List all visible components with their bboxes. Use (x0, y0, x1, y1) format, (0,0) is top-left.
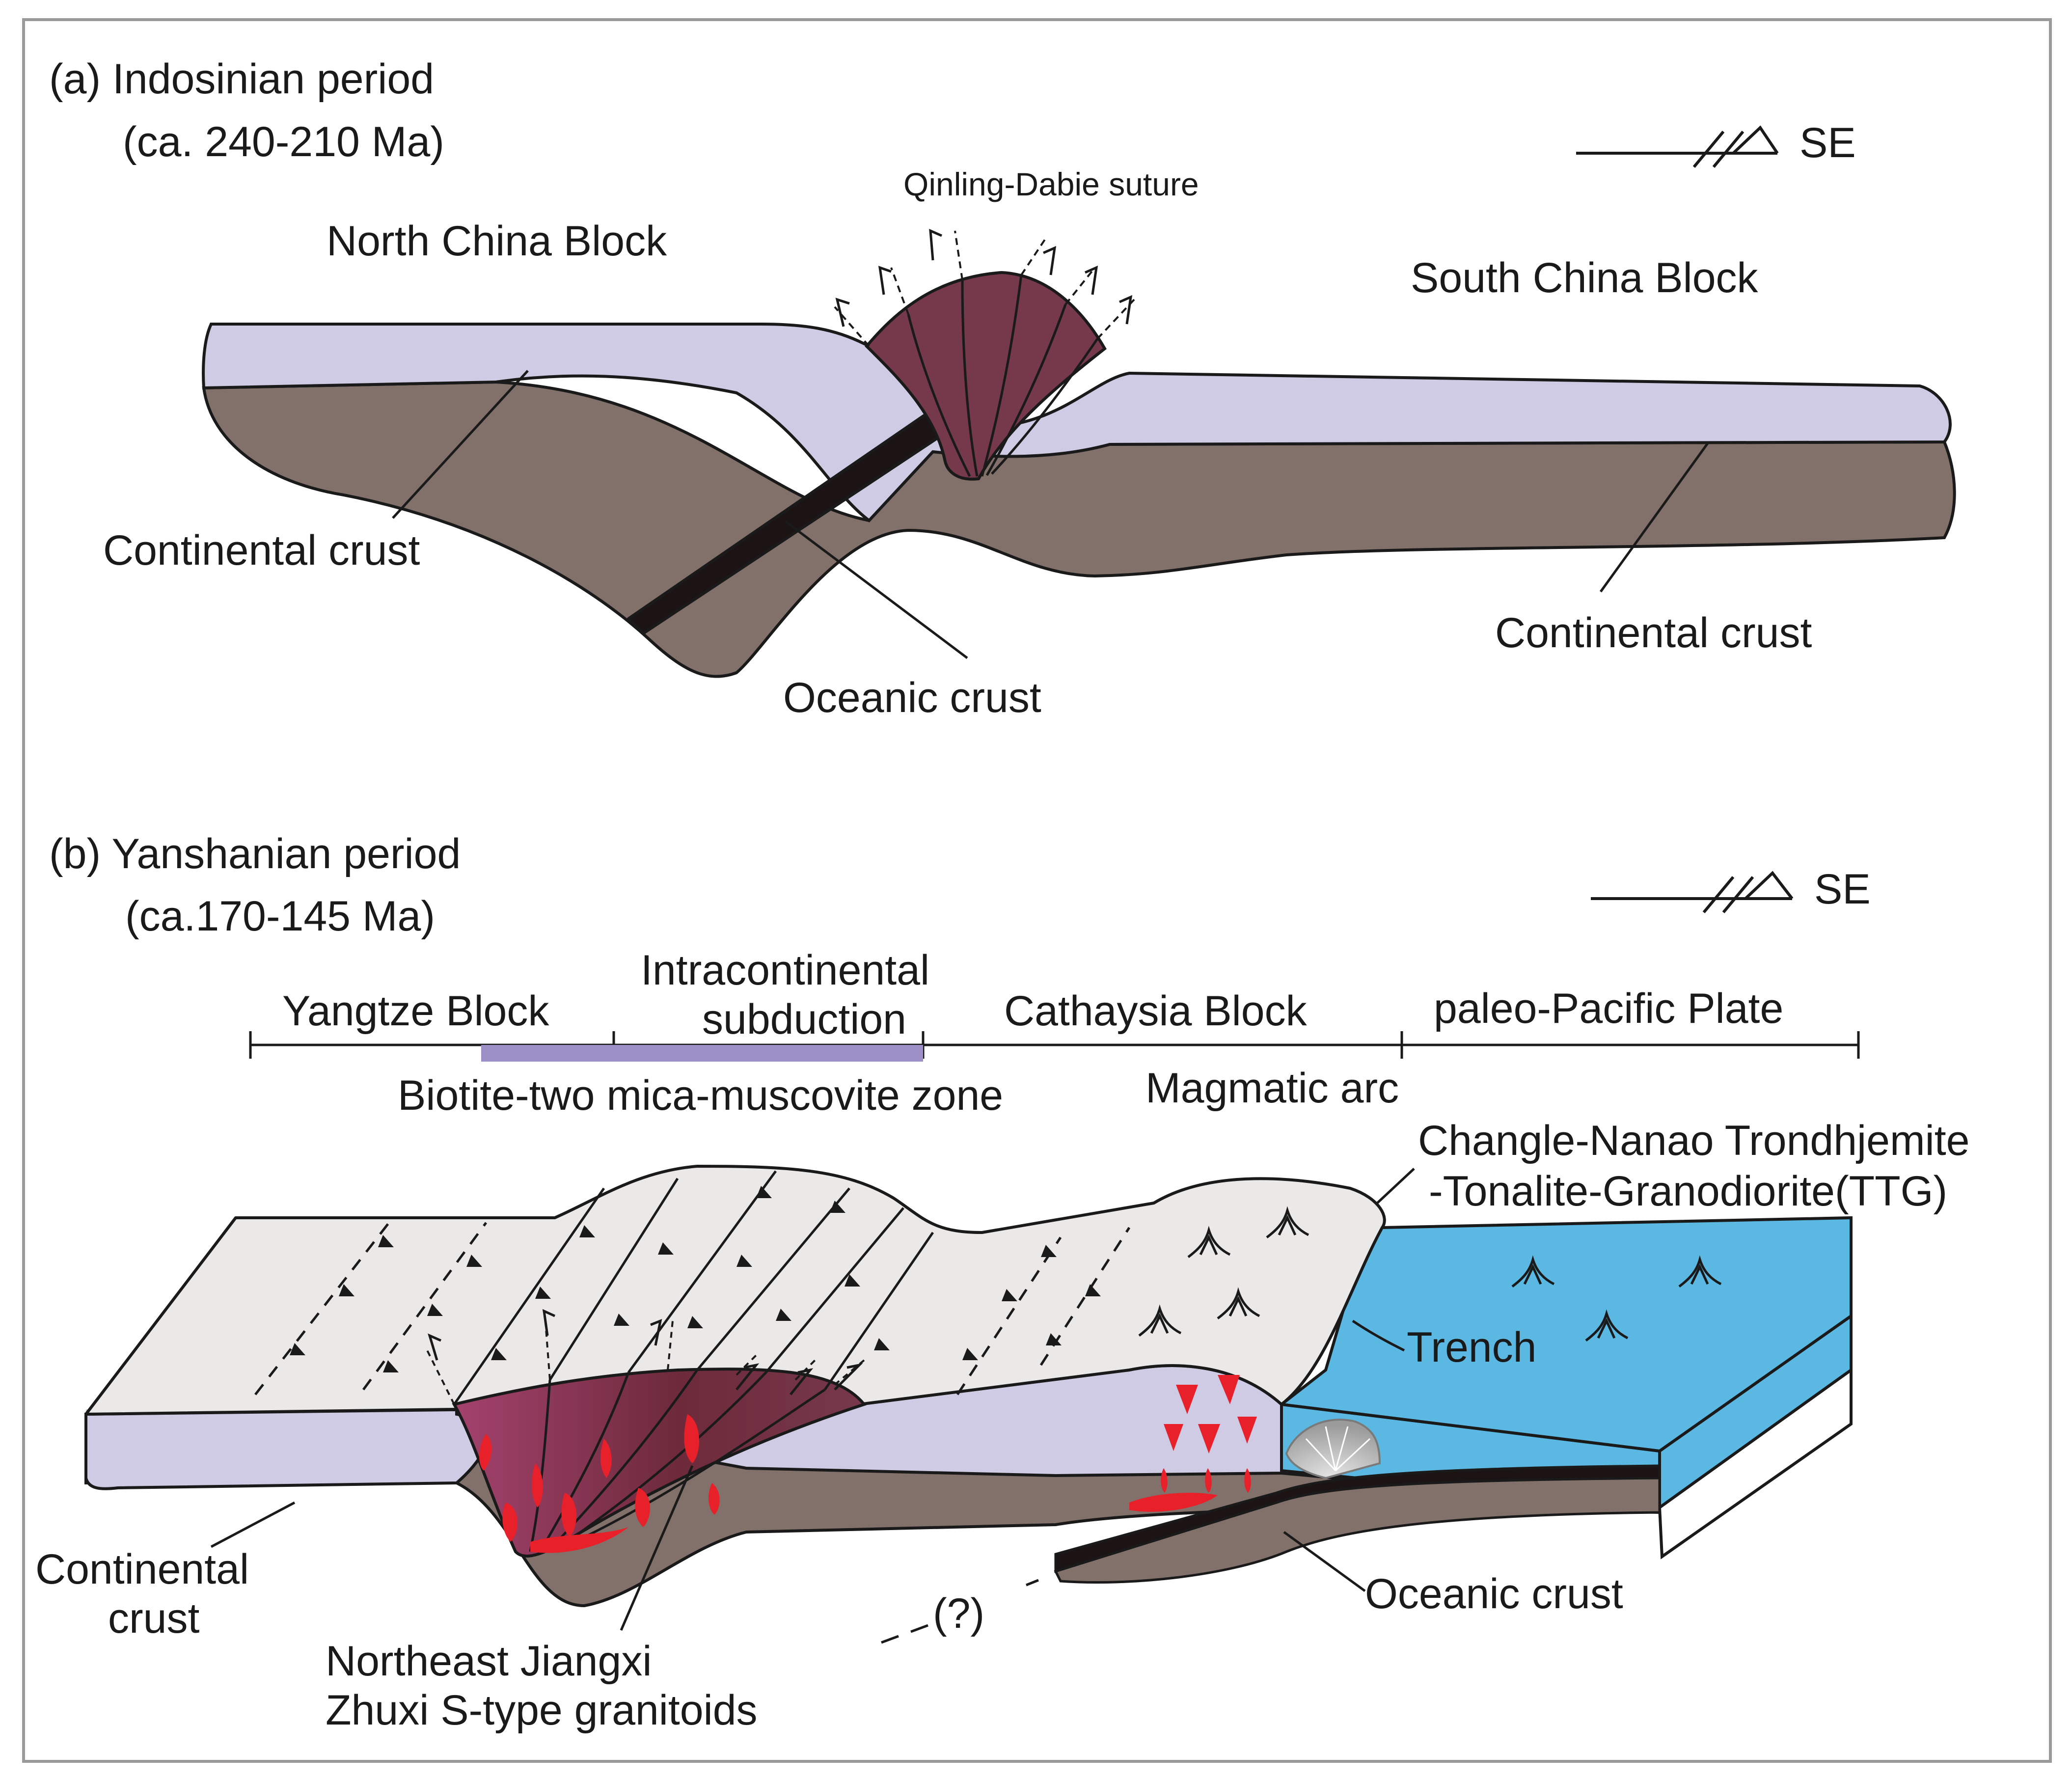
magmatic-arc-label: Magmatic arc (1145, 1065, 1399, 1112)
panel-a-fault-arrows (835, 229, 1133, 327)
panel-b-direction-label: SE (1814, 866, 1871, 913)
panel-b-title: (b) Yanshanian period (49, 830, 461, 877)
panel-a-continental-crust-left: Continental crust (103, 527, 420, 574)
subduction-label: subduction (702, 996, 906, 1043)
panel-a-suture-wedge (864, 271, 1107, 481)
panel-a-suture-faults (907, 274, 1099, 477)
panel-b-thrust-teeth (290, 1186, 1101, 1372)
ttg-label-line2: -Tonalite-Granodiorite(TTG) (1429, 1168, 1947, 1215)
panel-a-subtitle: (ca. 240-210 Ma) (123, 118, 444, 165)
cathaysia-block-label: Cathaysia Block (1004, 987, 1308, 1035)
intracontinental-label: Intracontinental (641, 947, 929, 994)
unknown-extension-dashes (881, 1579, 1039, 1644)
biotite-zone-bar (481, 1045, 923, 1062)
panel-a-fault-extensions (834, 230, 1135, 347)
panel-b-arc-rays (1305, 1426, 1371, 1472)
panel-a-title: (a) Indosinian period (49, 55, 434, 103)
yangtze-block-label: Yangtze Block (282, 987, 549, 1035)
panel-b-continental-label-line1: Continental (35, 1546, 249, 1593)
panel-a-leader-lines (392, 370, 1710, 659)
panel-a-direction-symbol (1576, 125, 1779, 168)
ttg-label-line1: Changle-Nanao Trondhjemite (1418, 1117, 1969, 1164)
figure-frame (22, 18, 2052, 1763)
south-china-block-label: South China Block (1411, 254, 1759, 301)
panel-b-continental-label-line2: crust (108, 1595, 199, 1642)
panel-b-arc-wedge (1285, 1419, 1381, 1480)
panel-b-arc-magma (1129, 1375, 1257, 1512)
panel-b-oceanic-crust-label: Oceanic crust (1365, 1570, 1623, 1617)
panel-a: (a) Indosinian period (ca. 240-210 Ma) S… (49, 55, 1956, 721)
panel-b-surface (84, 1165, 1386, 1416)
paleo-pacific-label: paleo-Pacific Plate (1434, 985, 1783, 1032)
panel-b-thrust-solid (453, 1170, 934, 1405)
panel-b: (b) Yanshanian period (ca.170-145 Ma) SE… (35, 830, 1969, 1734)
granitoids-label-line1: Northeast Jiangxi (326, 1638, 652, 1685)
panel-b-magma-pods (479, 1414, 720, 1553)
unknown-label: (?) (933, 1590, 984, 1637)
biotite-zone-label: Biotite-two mica-muscovite zone (398, 1072, 1003, 1119)
panel-b-direction-symbol (1591, 871, 1794, 913)
panel-b-oceanic-crust-body (1054, 1477, 1661, 1584)
panel-a-direction-label: SE (1799, 119, 1856, 166)
trench-label: Trench (1407, 1324, 1536, 1371)
panel-b-fault-arrows (428, 1309, 863, 1396)
granitoids-label-line2: Zhuxi S-type granitoids (326, 1687, 758, 1734)
panel-a-continental-crust-right: Continental crust (1495, 609, 1812, 657)
panel-b-leader-lines (210, 1168, 1415, 1631)
panel-a-oceanic-crust-label: Oceanic crust (783, 674, 1041, 721)
panel-b-subtitle: (ca.170-145 Ma) (125, 893, 435, 940)
panel-b-volcano-chevrons (1138, 1206, 1722, 1342)
suture-label: Qinling-Dabie suture (903, 166, 1199, 202)
north-china-block-label: North China Block (327, 218, 667, 265)
